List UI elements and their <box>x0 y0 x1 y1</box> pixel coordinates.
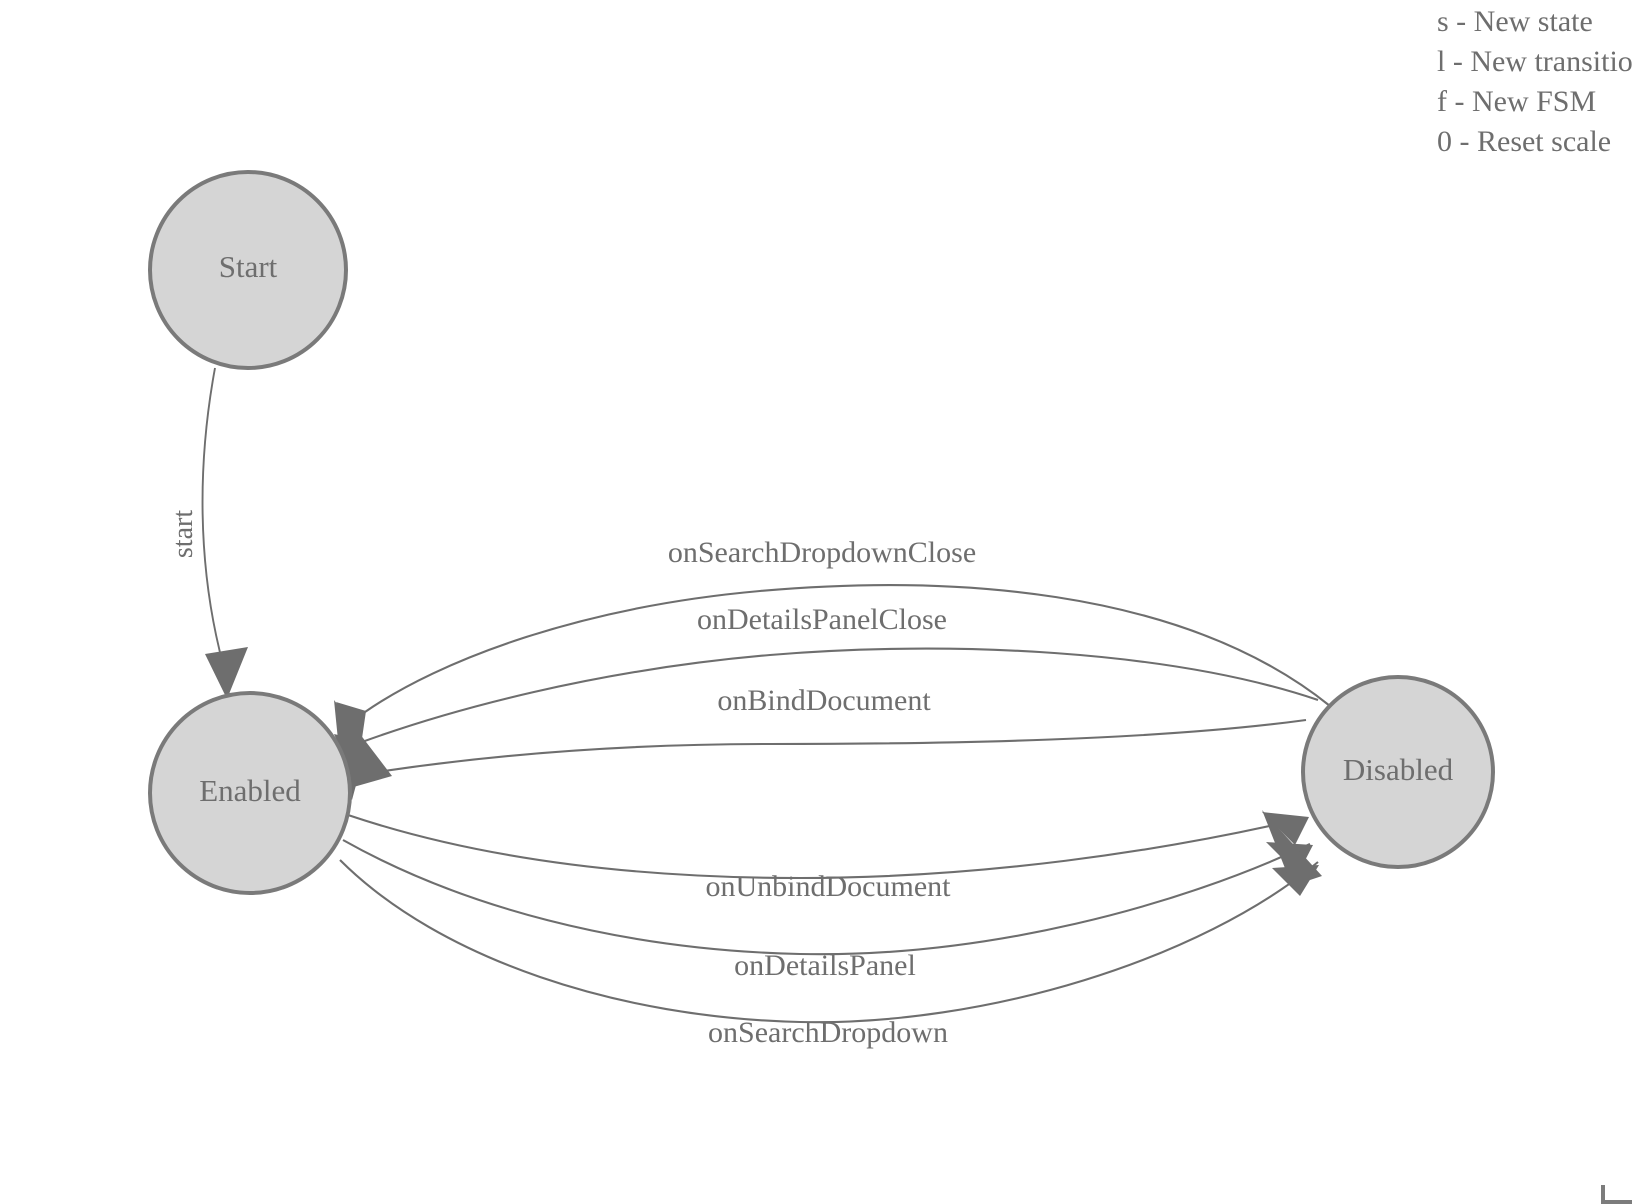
arrowhead-icon-disabled-merge <box>1262 810 1322 886</box>
arrowhead-icon-start <box>205 647 248 699</box>
canvas-corner-frame <box>1601 1185 1632 1204</box>
help-line-reset-scale: 0 - Reset scale <box>1437 125 1612 158</box>
transition-label-onsearchdropdown: onSearchDropdown <box>708 1016 948 1049</box>
node-enabled-circle[interactable] <box>148 691 352 895</box>
transition-label-onunbinddocument: onUnbindDocument <box>706 870 952 903</box>
transition-edge-onsearchdropdownclose[interactable] <box>364 584 1331 713</box>
transition-edge-onbinddocument[interactable] <box>357 718 1307 777</box>
transition-label-onbinddocument: onBindDocument <box>717 684 931 717</box>
node-start[interactable]: Start <box>148 170 348 370</box>
transition-group-enabled-to-disabled <box>339 814 1319 1024</box>
transition-edge-onsearchdropdown[interactable] <box>339 859 1319 1024</box>
transition-labels: start onSearchDropdownClose onDetailsPan… <box>168 510 976 1049</box>
transition-edge-onunbinddocument[interactable] <box>347 814 1306 880</box>
transition-edge-ondetailspanel[interactable] <box>342 839 1311 956</box>
node-enabled-label: Enabled <box>199 773 301 808</box>
help-line-new-fsm: f - New FSM <box>1437 85 1597 118</box>
transition-label-ondetailspanel: onDetailsPanel <box>734 949 916 982</box>
transition-group-disabled-to-enabled <box>357 584 1331 777</box>
node-disabled-circle[interactable] <box>1301 675 1495 869</box>
transition-label-onsearchdropdownclose: onSearchDropdownClose <box>668 536 976 569</box>
transition-label-ondetailspanelclose: onDetailsPanelClose <box>697 603 947 636</box>
node-disabled-label: Disabled <box>1343 752 1454 787</box>
help-overlay: s - New state l - New transition f - New… <box>1427 0 1632 162</box>
node-start-label: Start <box>219 249 278 284</box>
transition-group-start-to-enabled <box>201 367 248 699</box>
help-line-new-state: s - New state <box>1437 5 1593 38</box>
transition-edge-start[interactable] <box>201 367 225 669</box>
node-disabled[interactable]: Disabled <box>1301 675 1495 869</box>
transition-edge-ondetailspanelclose[interactable] <box>361 647 1319 743</box>
arrowheads-into-disabled <box>1262 810 1322 896</box>
help-line-new-transition: l - New transition <box>1437 45 1632 78</box>
node-enabled[interactable]: Enabled <box>148 691 352 895</box>
arrowhead-icon-onunbinddocument <box>1262 812 1309 845</box>
transition-label-start: start <box>168 510 199 558</box>
node-start-circle[interactable] <box>148 170 348 370</box>
